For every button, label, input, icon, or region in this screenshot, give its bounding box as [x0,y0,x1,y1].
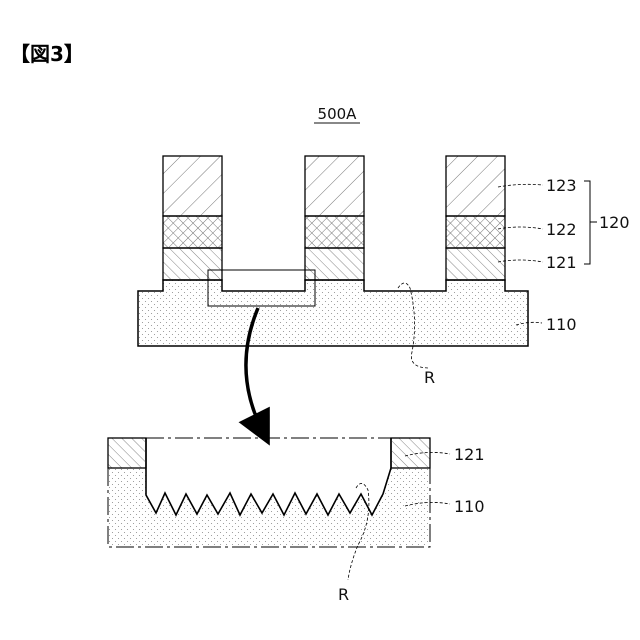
layer-122-left [163,216,222,248]
zoom-layer-121-right [391,438,430,468]
layer-122-middle [305,216,364,248]
label-R-top: R [424,368,435,387]
label-122: 122 [546,220,577,239]
device-label: 500A [318,105,358,123]
zoom-substrate-110 [108,468,430,547]
label-121: 121 [546,253,577,272]
substrate-110 [138,280,528,346]
layer-123-right [446,156,505,216]
layer-121-left [163,248,222,280]
layer-121-right [446,248,505,280]
layer-121-middle [305,248,364,280]
label-zoom-110: 110 [454,497,485,516]
pillar-right [446,156,505,280]
label-110: 110 [546,315,577,334]
pillar-left [163,156,222,280]
layer-123-left [163,156,222,216]
label-123: 123 [546,176,577,195]
zoom-layer-121-left [108,438,146,468]
label-zoom-121: 121 [454,445,485,464]
label-120: 120 [599,213,630,232]
label-R-bottom: R [338,585,349,604]
layer-122-right [446,216,505,248]
zoom-view [108,438,430,547]
pillar-middle [305,156,364,280]
bracket-120 [584,181,597,264]
layer-123-middle [305,156,364,216]
